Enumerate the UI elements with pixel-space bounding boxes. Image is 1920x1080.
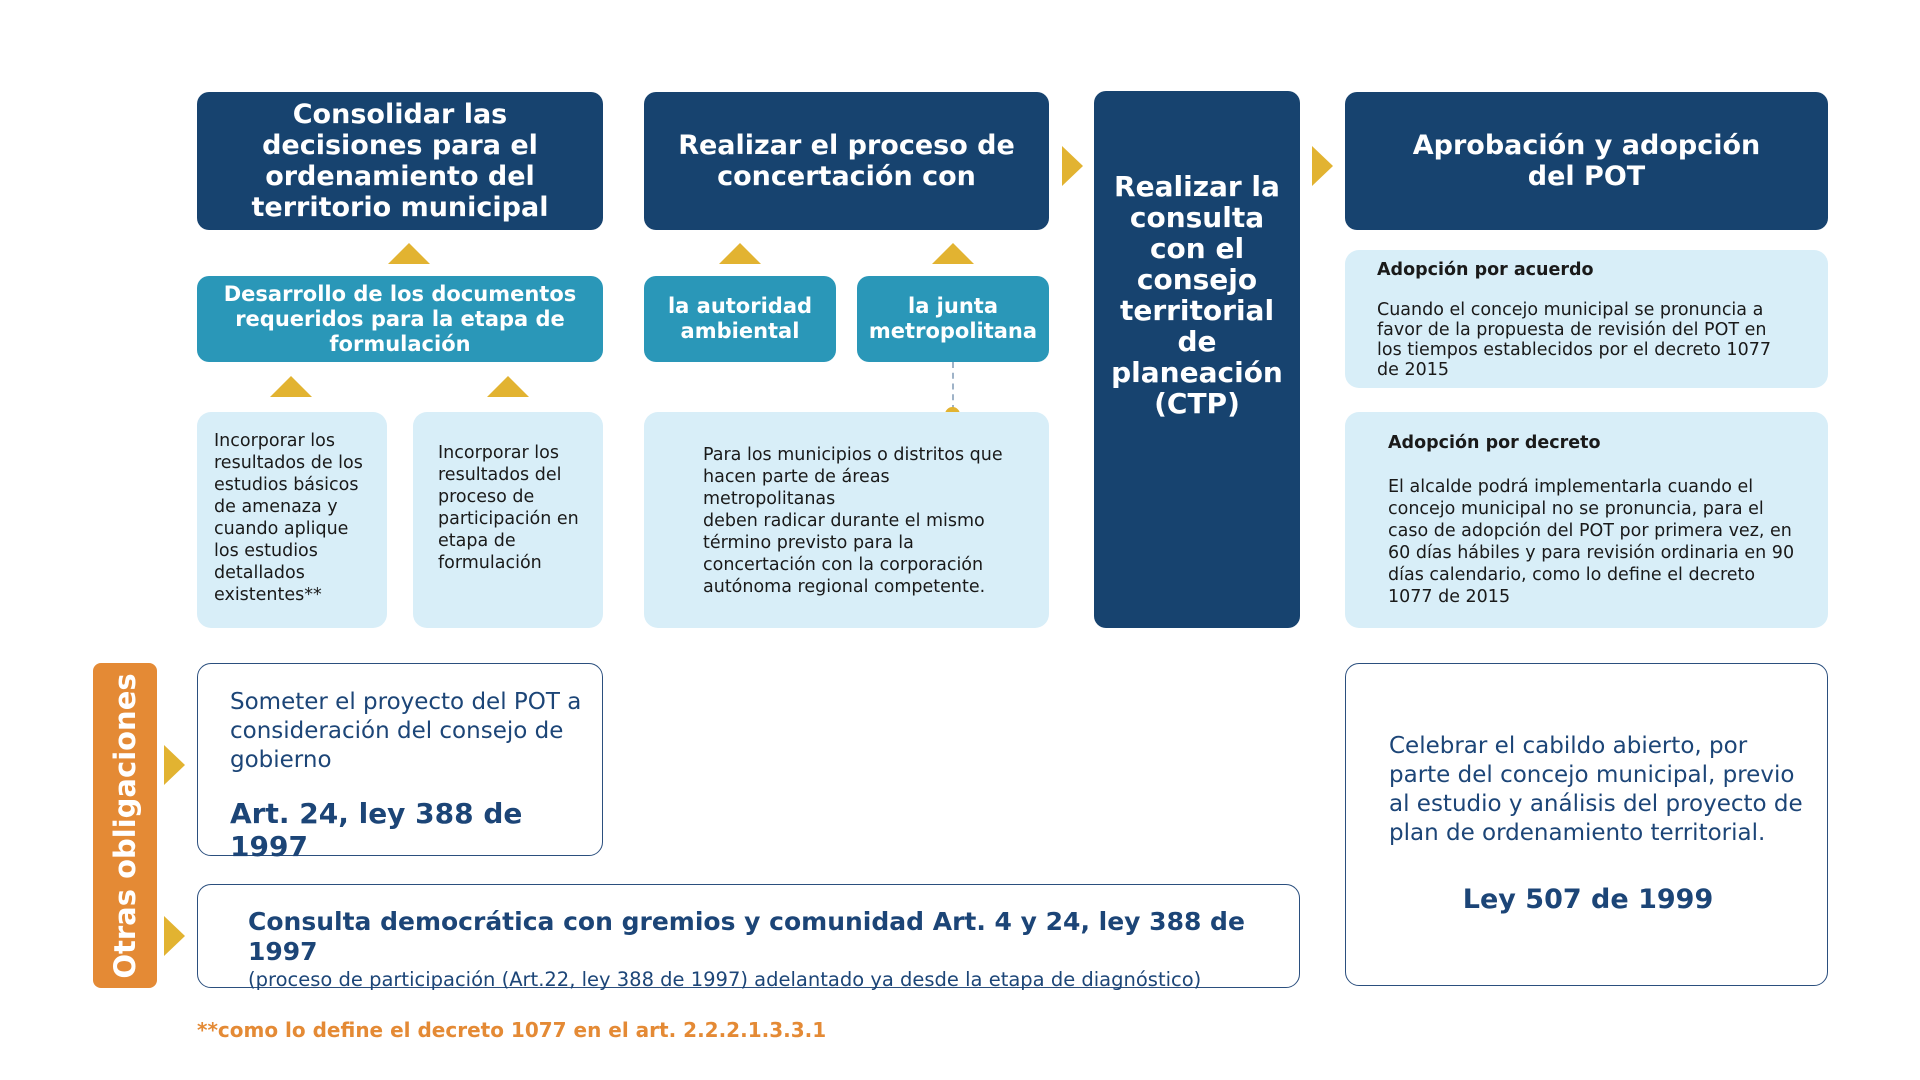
connector-line xyxy=(952,362,954,411)
consolidar-label: Consolidar las decisiones para el ordena… xyxy=(251,99,549,223)
acuerdo-title: Adopción por acuerdo xyxy=(1377,260,1594,280)
metropolitanas-text-2: deben radicar durante el mismo término p… xyxy=(703,511,986,597)
concertacion-label: Realizar el proceso de concertación con xyxy=(678,130,1015,192)
otras-obligaciones-label: Otras obligaciones xyxy=(93,663,157,988)
adopcion-acuerdo-box: Adopción por acuerdo Cuando el concejo m… xyxy=(1345,250,1828,388)
ctp-box: Realizar la consulta con el consejo terr… xyxy=(1094,91,1300,628)
someter-box: Someter el proyecto del POT a considerac… xyxy=(197,663,603,863)
someter-ref: Art. 24, ley 388 de 1997 xyxy=(230,797,523,863)
aprobacion-label: Aprobación y adopción del POT xyxy=(1412,130,1761,192)
junta-label: la junta metropolitana xyxy=(868,294,1038,343)
aprobacion-box: Aprobación y adopción del POT xyxy=(1345,92,1828,230)
arrow-up-icon xyxy=(388,243,430,264)
arrow-up-icon xyxy=(932,243,974,264)
concertacion-box: Realizar el proceso de concertación con xyxy=(644,92,1049,230)
estudios-box: Incorporar los resultados de los estudio… xyxy=(197,412,387,628)
cabildo-box: Celebrar el cabildo abierto, por parte d… xyxy=(1345,663,1828,986)
cabildo-text: Celebrar el cabildo abierto, por parte d… xyxy=(1389,733,1803,846)
arrow-up-icon xyxy=(270,376,312,397)
autoridad-label: la autoridad ambiental xyxy=(667,294,813,343)
arrow-right-icon xyxy=(1062,146,1083,186)
arrow-up-icon xyxy=(487,376,529,397)
consulta-title: Consulta democrática con gremios y comun… xyxy=(248,907,1245,966)
consulta-sub: (proceso de participación (Art.22, ley 3… xyxy=(248,968,1202,991)
participacion-box: Incorporar los resultados del proceso de… xyxy=(413,412,603,628)
junta-metropolitana-box: la junta metropolitana xyxy=(857,276,1049,362)
cabildo-ref: Ley 507 de 1999 xyxy=(1462,884,1714,915)
ctp-label: Realizar la consulta con el consejo terr… xyxy=(1111,169,1283,420)
decreto-text: El alcalde podrá implementarla cuando el… xyxy=(1388,477,1795,607)
participacion-text: Incorporar los resultados del proceso de… xyxy=(438,443,579,573)
desarrollo-label: Desarrollo de los documentos requeridos … xyxy=(223,281,577,356)
desarrollo-box: Desarrollo de los documentos requeridos … xyxy=(197,276,603,362)
arrow-right-icon xyxy=(1312,146,1333,186)
footnote: **como lo define el decreto 1077 en el a… xyxy=(197,1018,827,1042)
acuerdo-text: Cuando el concejo municipal se pronuncia… xyxy=(1377,300,1771,380)
estudios-text: Incorporar los resultados de los estudio… xyxy=(214,431,363,605)
someter-text: Someter el proyecto del POT a considerac… xyxy=(230,689,582,773)
metropolitanas-text-1: Para los municipios o distritos que hace… xyxy=(703,445,1003,509)
consulta-box: Consulta democrática con gremios y comun… xyxy=(197,884,1300,991)
arrow-up-icon xyxy=(719,243,761,264)
metropolitanas-box: Para los municipios o distritos que hace… xyxy=(644,412,1049,628)
arrow-right-icon xyxy=(164,745,185,785)
adopcion-decreto-box: Adopción por decreto El alcalde podrá im… xyxy=(1345,412,1828,628)
autoridad-ambiental-box: la autoridad ambiental xyxy=(644,276,836,362)
arrow-right-icon xyxy=(164,916,185,956)
decreto-title: Adopción por decreto xyxy=(1388,433,1601,453)
consolidar-box: Consolidar las decisiones para el ordena… xyxy=(197,92,603,230)
